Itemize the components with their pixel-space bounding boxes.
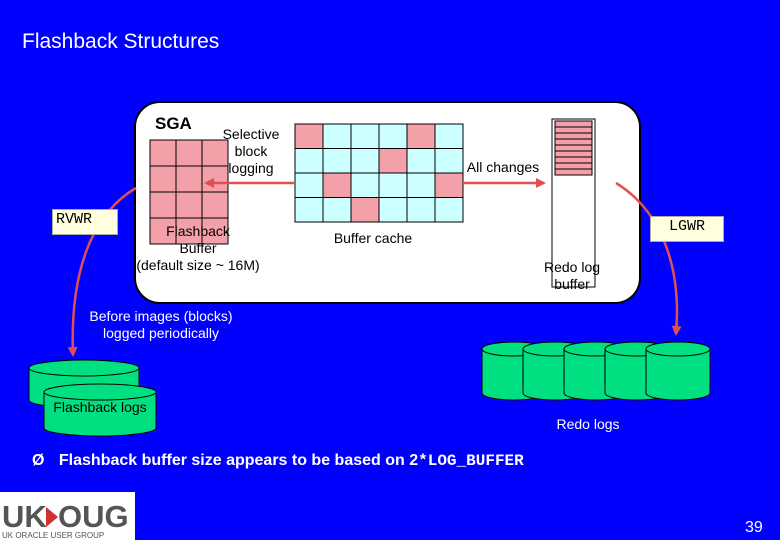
redo-log-disk-top xyxy=(645,341,711,357)
redo-logs-label: Redo logs xyxy=(556,416,620,432)
buffer-cache-cell xyxy=(434,172,464,198)
redo-log-buffer-entry xyxy=(554,138,593,146)
redo-log-buffer-entry xyxy=(554,132,593,140)
redo-log-buffer-entry xyxy=(554,156,593,164)
flashback-buffer-cell xyxy=(175,217,203,245)
redo-logs-disks xyxy=(481,341,711,401)
flashback-buffer-cell xyxy=(175,139,203,167)
flashback-buffer-cell xyxy=(149,217,177,245)
lgwr-to-redo-logs-arrow xyxy=(615,181,682,336)
redo-log-buffer-entry xyxy=(554,126,593,134)
rvwr-to-flashback-logs-arrow xyxy=(67,186,137,357)
buffer-cache-cell xyxy=(322,172,352,198)
selective-block-logging-label: Selective block logging xyxy=(222,126,280,176)
svg-text:UK ORACLE USER GROUP: UK ORACLE USER GROUP xyxy=(2,531,104,540)
redo-log-buffer-entry xyxy=(554,144,593,152)
buffer-cache-cell xyxy=(294,172,324,198)
redo-log-buffer-entry xyxy=(554,120,593,128)
flashback-buffer-cell xyxy=(175,165,203,193)
flashback-buffer-grid xyxy=(149,139,229,245)
buffer-cache-cell xyxy=(378,197,408,223)
buffer-cache-cell xyxy=(378,148,408,174)
flashback-buffer-label: Flashback Buffer (default size ~ 16M) xyxy=(136,223,260,273)
buffer-cache-cell xyxy=(294,123,324,149)
flashback-buffer-cell xyxy=(149,191,177,219)
buffer-cache-cell xyxy=(378,123,408,149)
ukoug-logo: UK OUG UK ORACLE USER GROUP xyxy=(0,492,135,540)
buffer-cache-cell xyxy=(378,172,408,198)
svg-text:OUG: OUG xyxy=(58,499,129,534)
redo-log-disk xyxy=(645,349,711,401)
redo-log-buffer-label: Redo log buffer xyxy=(543,259,601,292)
buffer-cache-cell xyxy=(322,197,352,223)
sga-label: SGA xyxy=(155,114,192,133)
buffer-cache-cell xyxy=(434,148,464,174)
flashback-logs-label: Flashback logs xyxy=(53,399,147,415)
buffer-cache-cell xyxy=(406,123,436,149)
flashback-buffer-cell xyxy=(149,165,177,193)
redo-log-buffer-shape xyxy=(551,118,596,288)
buffer-cache-cell xyxy=(434,197,464,223)
page-title: Flashback Structures xyxy=(22,30,220,53)
buffer-cache-cell xyxy=(406,197,436,223)
svg-text:UK: UK xyxy=(2,499,47,534)
redo-log-buffer-entry xyxy=(554,168,593,176)
lgwr-box: LGWR xyxy=(650,216,724,242)
buffer-cache-cell xyxy=(350,197,380,223)
buffer-cache-cell xyxy=(294,197,324,223)
flashback-buffer-cell xyxy=(201,191,229,219)
buffer-cache-cell xyxy=(350,148,380,174)
flashback-buffer-cell xyxy=(201,139,229,167)
all-changes-label: All changes xyxy=(466,159,540,175)
bullet-arrow-icon: Ø xyxy=(32,452,45,469)
bullet-text: Flashback buffer size appears to be base… xyxy=(58,452,419,469)
buffer-cache-grid xyxy=(294,123,464,223)
flashback-logs-disks xyxy=(28,359,157,437)
buffer-cache-cell xyxy=(350,123,380,149)
rvwr-box: RVWR xyxy=(52,209,118,235)
buffer-cache-cell xyxy=(322,148,352,174)
buffer-cache-label: Buffer cache xyxy=(333,230,413,246)
buffer-cache-cell xyxy=(322,123,352,149)
flashback-buffer-cell xyxy=(149,139,177,167)
buffer-cache-cell xyxy=(406,172,436,198)
flashback-buffer-cell xyxy=(201,217,229,245)
buffer-cache-cell xyxy=(434,123,464,149)
flashback-buffer-cell xyxy=(175,191,203,219)
buffer-cache-cell xyxy=(294,148,324,174)
bullet-code: *LOG_BUFFER xyxy=(418,452,524,470)
redo-log-buffer-entry xyxy=(554,162,593,170)
before-images-label: Before images (blocks) logged periodical… xyxy=(89,308,233,341)
page-number: 39 xyxy=(745,519,763,536)
redo-log-buffer-entry xyxy=(554,150,593,158)
buffer-cache-cell xyxy=(406,148,436,174)
bullet-point: Ø Flashback buffer size appears to be ba… xyxy=(32,452,524,470)
buffer-cache-cell xyxy=(350,172,380,198)
